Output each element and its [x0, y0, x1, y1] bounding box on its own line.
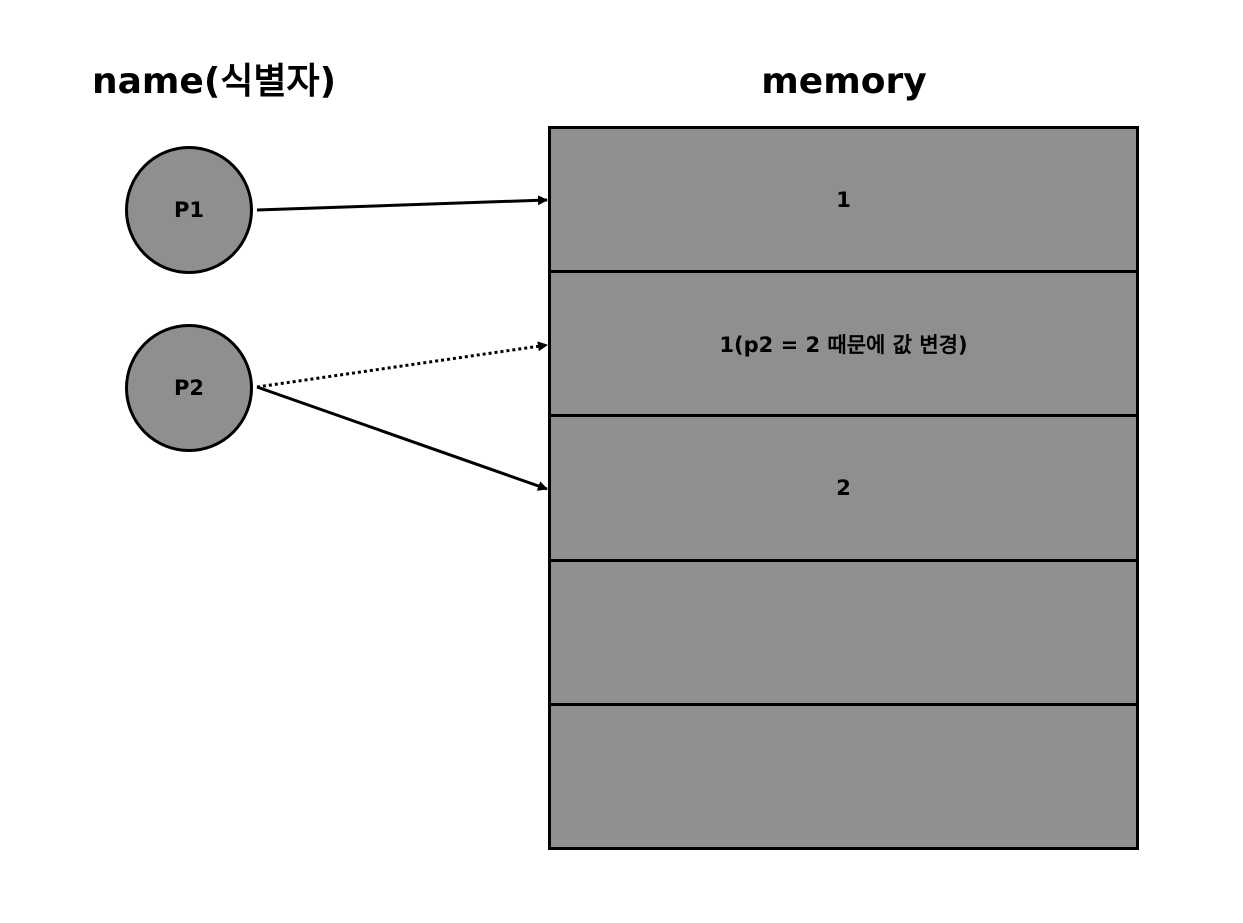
name-node-p2-label: P2	[173, 376, 204, 400]
memory-cell-2-value: 1(p2 = 2 때문에 값 변경)	[719, 332, 968, 357]
memory-cell-3: 2	[551, 417, 1136, 562]
arrow-p1-to-cell-1	[256, 195, 548, 212]
memory-cell-1-value: 1	[836, 187, 851, 212]
arrow-p2-to-cell-3	[256, 385, 548, 491]
memory-cell-4	[551, 561, 1136, 706]
name-node-p1-label: P1	[173, 198, 204, 222]
name-node-p1: P1	[125, 146, 253, 274]
memory-cell-3-value: 2	[836, 476, 851, 500]
name-node-p2: P2	[125, 324, 253, 452]
memory-cell-2: 1(p2 = 2 때문에 값 변경)	[551, 273, 1136, 418]
memory-heading: memory	[761, 61, 927, 102]
memory-cell-5	[551, 705, 1136, 848]
memory-cell-1: 1	[551, 129, 1136, 274]
names-heading: name(식별자)	[92, 61, 337, 102]
memory-block: 1 1(p2 = 2 때문에 값 변경) 2	[548, 126, 1139, 850]
arrow-p2-to-cell-2-dotted	[256, 341, 548, 389]
